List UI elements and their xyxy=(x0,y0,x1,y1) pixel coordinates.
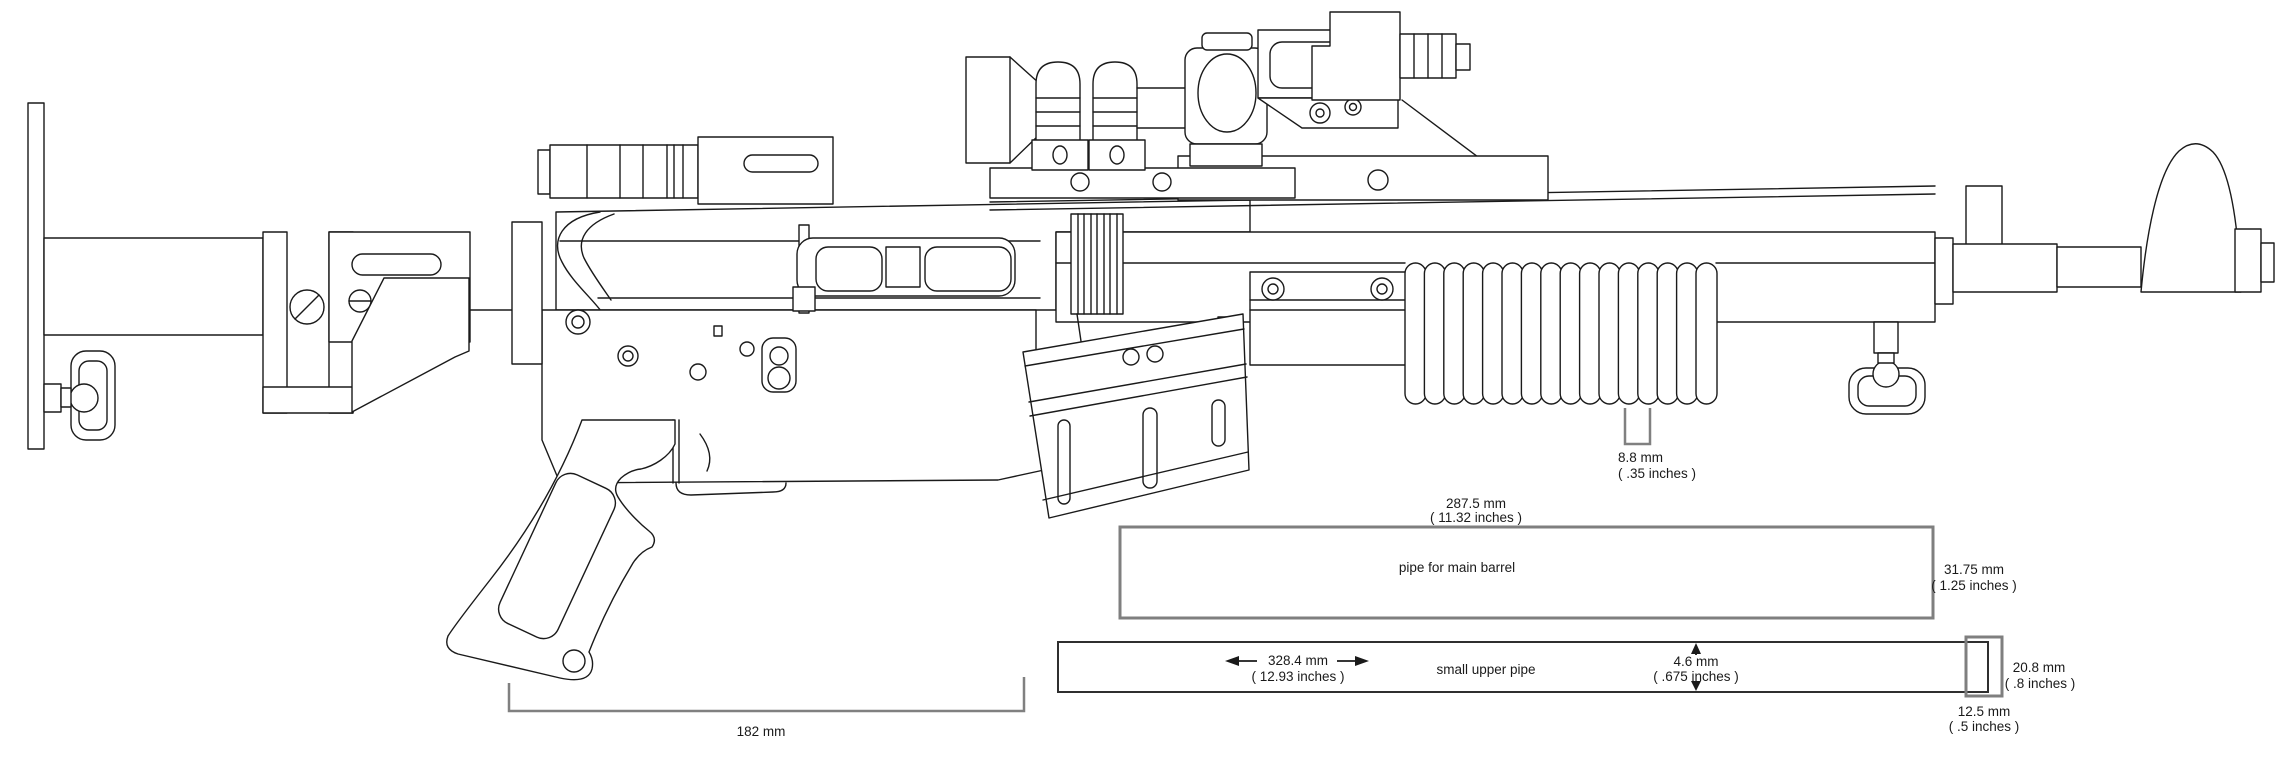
arrow-down-icon xyxy=(1691,681,1701,691)
scope-mount-front xyxy=(989,167,1296,199)
accessory-slot xyxy=(743,154,819,173)
trigger-guard xyxy=(675,482,787,496)
vent-rail xyxy=(792,224,1016,314)
scope-turret xyxy=(1197,53,1257,133)
main-pipe-length-mm: 287.5 mm xyxy=(1446,496,1506,511)
muzzle-assembly xyxy=(1934,143,2275,305)
main-pipe-width-mm: 31.75 mm xyxy=(1944,562,2004,577)
stock-assembly xyxy=(27,102,264,450)
rear-sling-ball xyxy=(69,383,99,413)
cheek-wedge xyxy=(351,277,470,413)
arrow-right-icon xyxy=(1355,656,1369,666)
scope-assembly xyxy=(965,11,1936,211)
butt-plate xyxy=(27,102,45,450)
stock-tube xyxy=(43,237,264,336)
upper-pipe-height-inches: ( .675 inches ) xyxy=(1653,669,1739,684)
upper-pipe-length-inches: ( 12.93 inches ) xyxy=(1251,669,1344,684)
upper-pipe-length-mm: 328.4 mm xyxy=(1268,653,1328,668)
rifle-drawing xyxy=(27,11,2275,681)
grip-span-mm: 182 mm xyxy=(737,724,786,739)
grip-panel xyxy=(497,472,617,640)
pipe-end-cap-figure: 20.8 mm ( .8 inches ) 12.5 mm ( .5 inche… xyxy=(1949,635,2076,734)
upper-pipe-label: small upper pipe xyxy=(1436,662,1535,677)
trigger xyxy=(699,433,711,472)
dimension-annotations: 8.8 mm ( .35 inches ) pipe for main barr… xyxy=(507,408,2076,739)
arrow-left-icon xyxy=(1225,656,1239,666)
front-sling-swivel xyxy=(1848,321,1926,415)
arrow-up-icon xyxy=(1691,643,1701,654)
main-pipe-label: pipe for main barrel xyxy=(1399,560,1515,575)
main-pipe-length-inches: ( 11.32 inches ) xyxy=(1430,510,1522,525)
grip-span-bracket: 182 mm xyxy=(507,677,1026,739)
handguard-band xyxy=(1249,271,1408,366)
upper-pipe-height-mm: 4.6 mm xyxy=(1673,654,1718,669)
pistol-grip xyxy=(446,419,676,681)
main-barrel-pipe-figure: pipe for main barrel 287.5 mm ( 11.32 in… xyxy=(1118,496,2017,620)
scope-top-block xyxy=(1311,11,1401,101)
buffer-tower xyxy=(511,221,543,365)
receiver-block xyxy=(262,231,471,414)
takedown-pin xyxy=(565,309,591,335)
end-cap-outer-mm: 20.8 mm xyxy=(2013,660,2066,675)
coil-width-mm: 8.8 mm xyxy=(1618,450,1663,465)
end-cap-outer-inches: ( .8 inches ) xyxy=(2005,676,2076,691)
block-slot xyxy=(351,253,442,276)
coil-width-inches: ( .35 inches ) xyxy=(1618,466,1696,481)
scope-ring-front xyxy=(1092,61,1138,141)
muzzle-fin xyxy=(2140,143,2242,293)
end-cap-inner-inches: ( .5 inches ) xyxy=(1949,719,2020,734)
grip-screw xyxy=(562,649,586,673)
front-sight-post xyxy=(1965,185,2003,247)
top-accessory xyxy=(537,136,834,205)
coil-width-callout: 8.8 mm ( .35 inches ) xyxy=(1618,408,1696,481)
main-pipe-width-inches: ( 1.25 inches ) xyxy=(1931,578,2017,593)
barrel-coils xyxy=(1404,262,1718,405)
scope-eyepiece xyxy=(965,56,1041,164)
scope-ring-rear xyxy=(1035,61,1081,141)
magazine xyxy=(1022,313,1250,519)
small-upper-pipe-figure: 328.4 mm ( 12.93 inches ) small upper pi… xyxy=(1057,641,1989,693)
pivot-pin xyxy=(617,345,639,367)
end-cap-inner-mm: 12.5 mm xyxy=(1958,704,2011,719)
charging-handle-curve xyxy=(556,211,605,316)
